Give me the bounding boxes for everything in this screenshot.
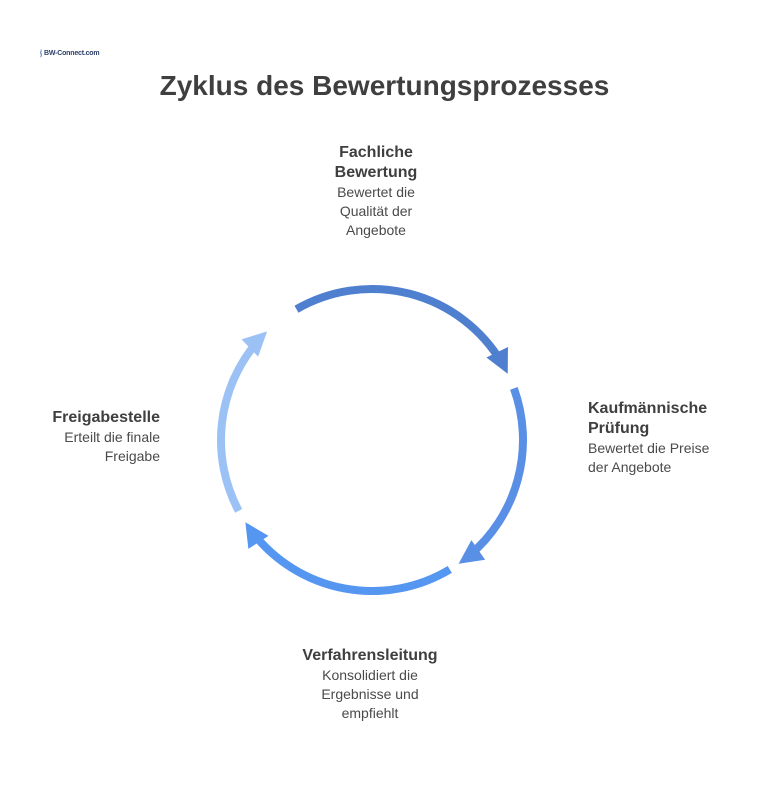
arrowhead-icon <box>486 346 508 374</box>
step-title: Freigabestelle <box>52 409 160 426</box>
step-title: Bewertung <box>334 164 418 181</box>
arrowhead-icon <box>245 522 269 549</box>
step-description: Erteilt die finale <box>64 429 160 445</box>
arc-segment <box>294 285 505 365</box>
step-title: Kaufmännische <box>588 400 708 417</box>
arc-top-arrow <box>294 285 508 374</box>
arc-segment <box>217 338 262 513</box>
arc-right-arrow <box>458 386 527 564</box>
step-verfahrensleitung: Verfahrensleitung Konsolidiert die Ergeb… <box>292 646 448 723</box>
arc-segment <box>466 386 527 559</box>
arc-segment <box>249 530 452 595</box>
step-description: Bewertet die <box>337 184 415 200</box>
step-description: Angebote <box>346 222 406 238</box>
logo: BW-Connect.com <box>40 44 100 62</box>
step-kaufmaennische-pruefung: Kaufmännische Prüfung Bewertet die Preis… <box>588 399 748 477</box>
arc-left-arrow <box>217 331 268 513</box>
arrowhead-icon <box>241 331 268 357</box>
logo-text: BW-Connect.com <box>44 49 100 57</box>
step-description: Qualität der <box>339 203 413 219</box>
step-description: empfiehlt <box>341 705 399 721</box>
step-freigabestelle: Freigabestelle Erteilt die finale Freiga… <box>30 408 160 466</box>
logo-icon <box>40 48 42 58</box>
arc-bottom-arrow <box>245 522 452 595</box>
diagram-title: Zyklus des Bewertungsprozesses <box>159 70 610 101</box>
step-description: Ergebnisse und <box>321 686 419 702</box>
cycle-arcs <box>217 285 527 595</box>
step-description: Freigabe <box>104 448 160 464</box>
arrowhead-icon <box>458 540 486 564</box>
step-title: Prüfung <box>588 420 650 437</box>
step-description: Konsolidiert die <box>322 667 418 683</box>
step-title: Fachliche <box>339 144 413 161</box>
step-description: der Angebote <box>588 459 672 475</box>
step-title: Verfahrensleitung <box>302 647 438 664</box>
step-fachliche-bewertung: Fachliche Bewertung Bewertet die Qualitä… <box>306 143 446 240</box>
step-description: Bewertet die Preise <box>588 440 710 456</box>
